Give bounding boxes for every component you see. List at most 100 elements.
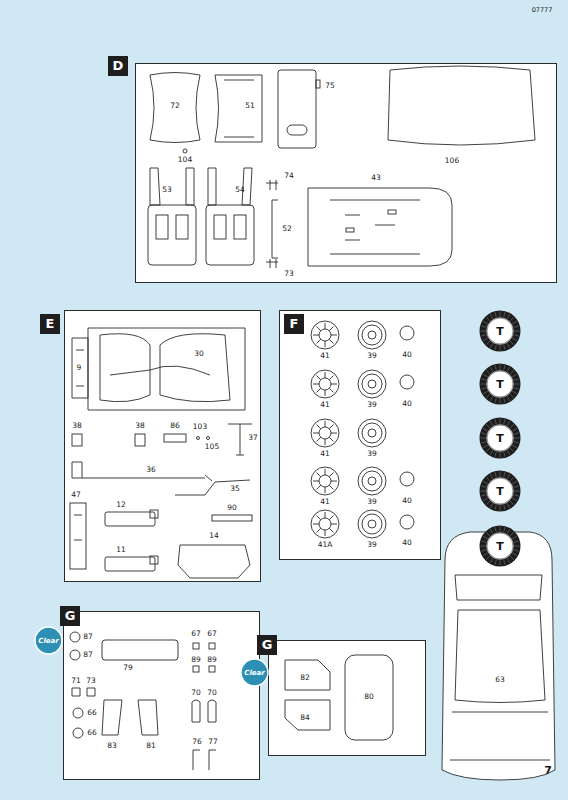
part-number: 39 xyxy=(367,498,377,506)
part-number: 40 xyxy=(402,539,412,547)
tire-letter: T xyxy=(479,363,521,405)
wheel-part xyxy=(311,370,414,398)
wheel-part xyxy=(311,510,414,538)
sprue-letter: G xyxy=(257,635,277,655)
tire-part: T xyxy=(479,525,521,567)
part-number: 38 xyxy=(72,422,82,430)
part-number: 37 xyxy=(248,434,258,442)
part-number: 74 xyxy=(284,172,294,180)
part-number: 41 xyxy=(320,498,330,506)
tire-part: T xyxy=(479,417,521,459)
tire-part: T xyxy=(479,470,521,512)
part-number: 30 xyxy=(194,350,204,358)
part-number: 40 xyxy=(402,351,412,359)
tire-part: T xyxy=(479,363,521,405)
sprue-frame: G xyxy=(268,640,426,756)
part-number: 76 xyxy=(192,738,202,746)
wheel-part xyxy=(311,419,386,447)
part-number: 66 xyxy=(87,709,97,717)
part-number: 39 xyxy=(367,401,377,409)
part-number: 12 xyxy=(116,501,126,509)
part-number: 39 xyxy=(367,541,377,549)
sprue-frame: G xyxy=(63,611,260,780)
part-number: 77 xyxy=(208,738,218,746)
part-number: 89 xyxy=(207,656,217,664)
part-number: 35 xyxy=(230,485,240,493)
part-number: 70 xyxy=(191,689,201,697)
sprue-frame: D xyxy=(135,63,557,283)
wheel-part xyxy=(311,321,414,349)
part-number: 103 xyxy=(193,423,207,431)
part-number: 53 xyxy=(162,186,172,194)
part-number: 89 xyxy=(191,656,201,664)
tire-outline xyxy=(479,310,521,352)
sprue-letter: G xyxy=(60,606,80,626)
part-number: 43 xyxy=(371,174,381,182)
clear-parts xyxy=(70,632,393,770)
tire-letter: T xyxy=(479,525,521,567)
sprue-letter: D xyxy=(108,56,128,76)
clear-badge: Clear xyxy=(34,626,63,655)
tire-letter: T xyxy=(479,417,521,459)
sprue-frame: F xyxy=(279,310,441,560)
part-number: 40 xyxy=(402,400,412,408)
tire-outline xyxy=(479,363,521,405)
part-number: 9 xyxy=(77,364,82,372)
tire-outline xyxy=(479,525,521,567)
part-number: 86 xyxy=(170,422,180,430)
part-number: 82 xyxy=(300,674,310,682)
part-number: 41 xyxy=(320,401,330,409)
badge-circle xyxy=(34,626,63,655)
part-number: 105 xyxy=(205,443,219,451)
part-number: 87 xyxy=(83,633,93,641)
part-number: 71 xyxy=(71,677,81,685)
part-number: 63 xyxy=(495,676,505,684)
part-number: 73 xyxy=(86,677,96,685)
part-number: 67 xyxy=(191,630,201,638)
part-number: 52 xyxy=(282,225,292,233)
clear-badge: Clear xyxy=(240,658,269,687)
part-number: 41A xyxy=(318,541,333,549)
part-number: 90 xyxy=(227,504,237,512)
part-number: 75 xyxy=(325,82,335,90)
part-number: 106 xyxy=(445,157,459,165)
part-number: 79 xyxy=(123,664,133,672)
part-number: 66 xyxy=(87,729,97,737)
part-number: 36 xyxy=(146,466,156,474)
clear-mark: Clear xyxy=(240,658,269,687)
tire-letter: T xyxy=(479,470,521,512)
part-number: 67 xyxy=(207,630,217,638)
badge-circle xyxy=(240,658,269,687)
kit-number: 07777 xyxy=(532,7,553,14)
part-number: 40 xyxy=(402,497,412,505)
part-number: 11 xyxy=(116,546,126,554)
sprue-frame: E xyxy=(64,310,261,582)
sprue-letter: F xyxy=(284,314,304,334)
page-number: 7 xyxy=(544,765,552,776)
part-number: 73 xyxy=(284,270,294,278)
tire-outline xyxy=(479,470,521,512)
part-number: 87 xyxy=(83,651,93,659)
part-number: 41 xyxy=(320,450,330,458)
part-number: 39 xyxy=(367,450,377,458)
part-number: 84 xyxy=(300,714,310,722)
tire-letter: T xyxy=(479,310,521,352)
wheel-part xyxy=(311,467,414,495)
tire-part: T xyxy=(479,310,521,352)
part-number: 14 xyxy=(209,532,219,540)
part-number: 47 xyxy=(71,491,81,499)
part-number: 54 xyxy=(235,186,245,194)
part-number: 39 xyxy=(367,352,377,360)
sprue-letter: E xyxy=(40,314,60,334)
part-number: 72 xyxy=(170,102,180,110)
part-number: 70 xyxy=(207,689,217,697)
part-number: 38 xyxy=(135,422,145,430)
part-number: 81 xyxy=(146,742,156,750)
part-number: 51 xyxy=(245,102,255,110)
tire-outline xyxy=(479,417,521,459)
part-number: 80 xyxy=(364,693,374,701)
part-number: 41 xyxy=(320,352,330,360)
clear-mark: Clear xyxy=(34,626,63,655)
part-number: 83 xyxy=(107,742,117,750)
